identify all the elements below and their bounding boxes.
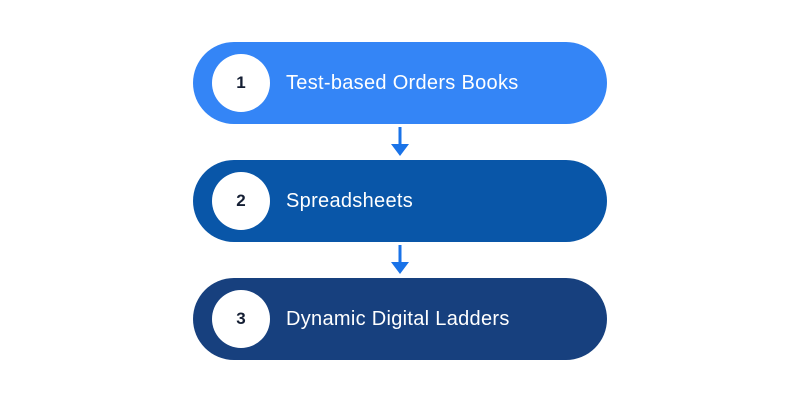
down-arrow-icon — [391, 245, 409, 274]
step-number: 1 — [236, 73, 246, 92]
step-pill-1: 1 Test-based Orders Books — [193, 42, 607, 124]
connector-1 — [390, 124, 410, 160]
step-number-badge: 3 — [212, 290, 270, 348]
step-pill-3: 3 Dynamic Digital Ladders — [193, 278, 607, 360]
step-label: Spreadsheets — [286, 189, 414, 212]
step-label: Dynamic Digital Ladders — [286, 307, 510, 330]
step-list: 1 Test-based Orders Books 2 Spreadsheets — [193, 42, 607, 360]
connector-2 — [390, 242, 410, 278]
step-pill-2: 2 Spreadsheets — [193, 160, 607, 242]
step-number: 3 — [236, 309, 246, 328]
step-number-badge: 2 — [212, 172, 270, 230]
step-number: 2 — [236, 191, 246, 210]
step-number-badge: 1 — [212, 54, 270, 112]
down-arrow-icon — [391, 127, 409, 156]
step-label: Test-based Orders Books — [286, 71, 519, 94]
